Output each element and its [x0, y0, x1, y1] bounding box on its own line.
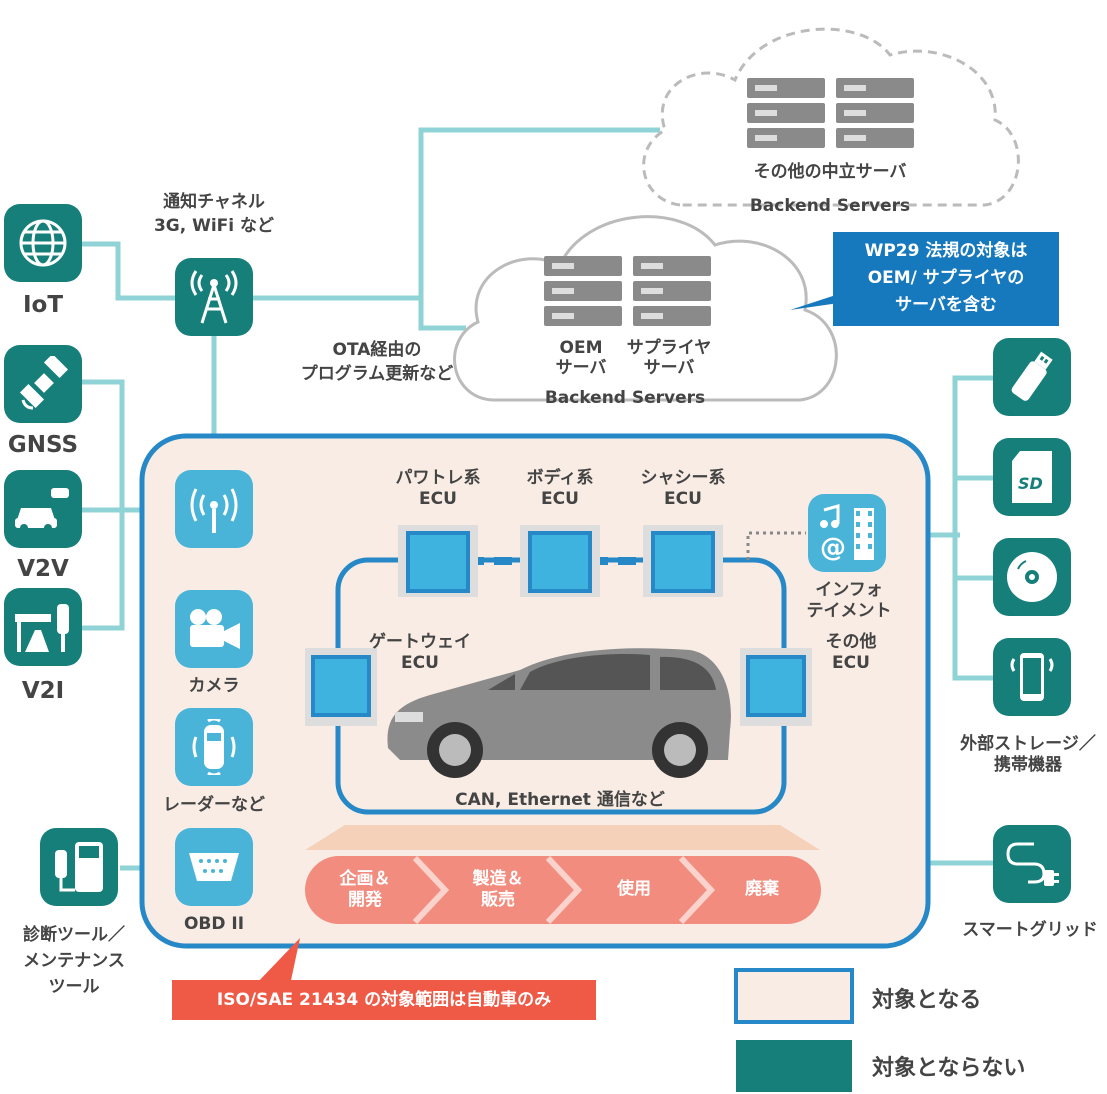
diagnostic-tool-icon	[40, 828, 118, 906]
chip-chassis	[643, 525, 723, 597]
sd-label: SD	[1018, 474, 1043, 493]
disc-icon	[993, 538, 1071, 616]
radar-label: レーダーなど	[163, 795, 265, 815]
can-ethernet-label: CAN, Ethernet 通信など	[455, 790, 665, 810]
svg-text:@: @	[820, 533, 846, 563]
gnss-satellite-icon	[4, 345, 82, 423]
backend-servers-front-label: Backend Servers	[544, 388, 706, 408]
infotainment-label: インフォテイメント	[806, 580, 892, 621]
chip-other	[740, 648, 812, 726]
wireless-antenna-icon	[175, 470, 253, 548]
iot-label: IoT	[22, 292, 64, 318]
obd-label: OBD II	[183, 914, 245, 934]
radar-car-icon	[175, 708, 253, 786]
camera-icon	[175, 590, 253, 668]
camera-label: カメラ	[188, 676, 240, 696]
iso-scope-banner: ISO/SAE 21434 の対象範囲は自動車のみ	[172, 980, 596, 1020]
neutral-server-label: その他の中立サーバ	[753, 162, 907, 182]
cloud-back	[642, 27, 1020, 207]
lifecycle-disposal-label: 廃棄	[745, 879, 779, 899]
legend-target-label: 対象となる	[872, 988, 982, 1013]
backend-servers-back-label: Backend Servers	[749, 196, 911, 216]
ecu-chips	[305, 525, 812, 726]
v2v-label: V2V	[17, 556, 69, 582]
chip-gateway	[305, 648, 377, 726]
legend-not-target-label: 対象とならない	[872, 1056, 1026, 1081]
chip-body	[520, 525, 600, 597]
gnss-label: GNSS	[7, 432, 79, 458]
lifecycle-plan-label: 企画＆開発	[339, 869, 391, 910]
smartphone-icon	[993, 638, 1071, 716]
supplier-server-label: サプライヤサーバ	[626, 338, 712, 378]
smart-grid-label: スマートグリッド	[962, 920, 1098, 940]
legend-target-swatch	[734, 968, 854, 1024]
diagnostic-tool-label: 診断ツール／メンテナンスツール	[23, 925, 125, 997]
smart-grid-plug-icon	[993, 825, 1071, 903]
lifecycle-use-label: 使用	[617, 879, 651, 899]
obd-connector-icon	[175, 828, 253, 906]
v2i-label: V2I	[21, 678, 65, 704]
external-storage-label: 外部ストレージ／携帯機器	[960, 734, 1096, 775]
v2i-traffic-light-icon	[4, 588, 82, 666]
car-illustration	[387, 648, 731, 778]
lifecycle-arrows	[305, 855, 821, 925]
infotainment-media-icon: @	[808, 494, 886, 572]
lifecycle-manufacture-label: 製造＆販売	[472, 869, 524, 910]
notification-antenna-icon	[175, 258, 253, 336]
legend-not-target-swatch	[736, 1040, 852, 1092]
usb-stick-icon	[993, 338, 1071, 416]
chip-powertrain	[398, 525, 478, 597]
ota-label: OTA経由のプログラム更新など	[300, 340, 454, 384]
v2v-cars-icon	[4, 470, 82, 548]
iot-globe-icon	[4, 204, 82, 282]
sd-card-icon: SD	[993, 438, 1071, 516]
